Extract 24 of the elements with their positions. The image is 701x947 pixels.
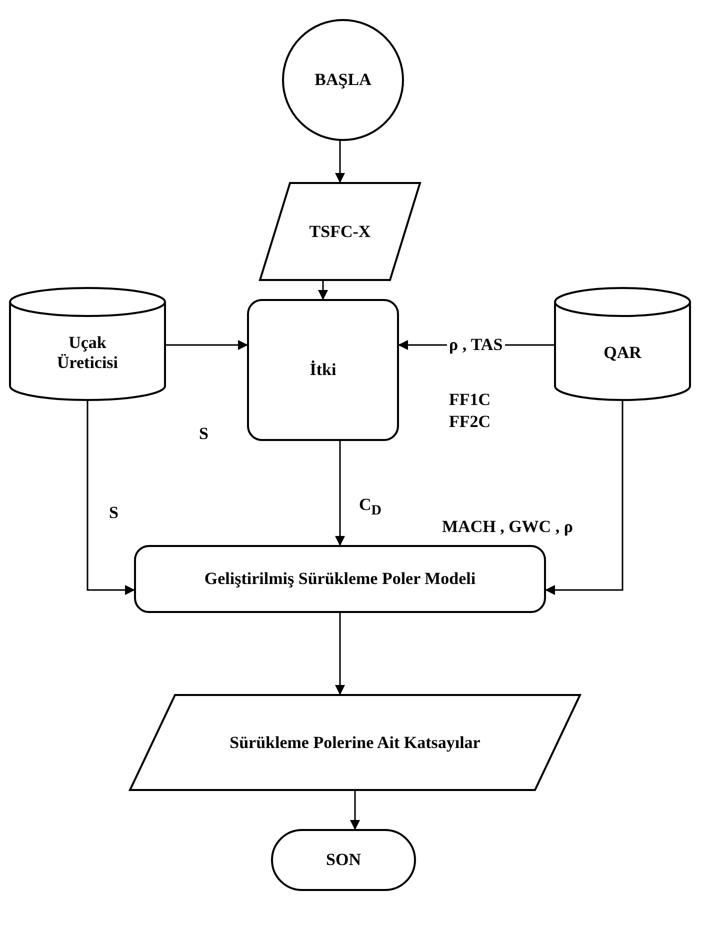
database-cylinder: [555, 288, 690, 400]
node-label: BAŞLA: [314, 70, 372, 90]
arrow: [86, 400, 135, 595]
arrow: [318, 280, 328, 300]
node-label: QAR: [602, 343, 642, 363]
node-label: TSFC-X: [308, 222, 372, 242]
arrow: [335, 140, 345, 183]
start-circle: [283, 20, 403, 140]
process-box: [248, 300, 398, 440]
node-label: SON: [325, 850, 362, 870]
database-cylinder: [10, 288, 165, 400]
process-box: [135, 546, 545, 612]
data-parallelogram: [130, 695, 580, 790]
arrow: [335, 612, 345, 695]
arrow: [545, 400, 624, 595]
arrow: [350, 790, 360, 830]
arrow: [335, 440, 345, 546]
data-parallelogram: [260, 183, 420, 280]
node-label: Uçak Üreticisi: [56, 333, 120, 373]
node-label: Geliştirilmiş Sürükleme Poler Modeli: [203, 569, 477, 589]
arrow: [165, 340, 248, 350]
node-label: Sürükleme Polerine Ait Katsayılar: [228, 732, 482, 752]
node-label: İtki: [308, 360, 338, 380]
end-terminal: [272, 830, 415, 890]
